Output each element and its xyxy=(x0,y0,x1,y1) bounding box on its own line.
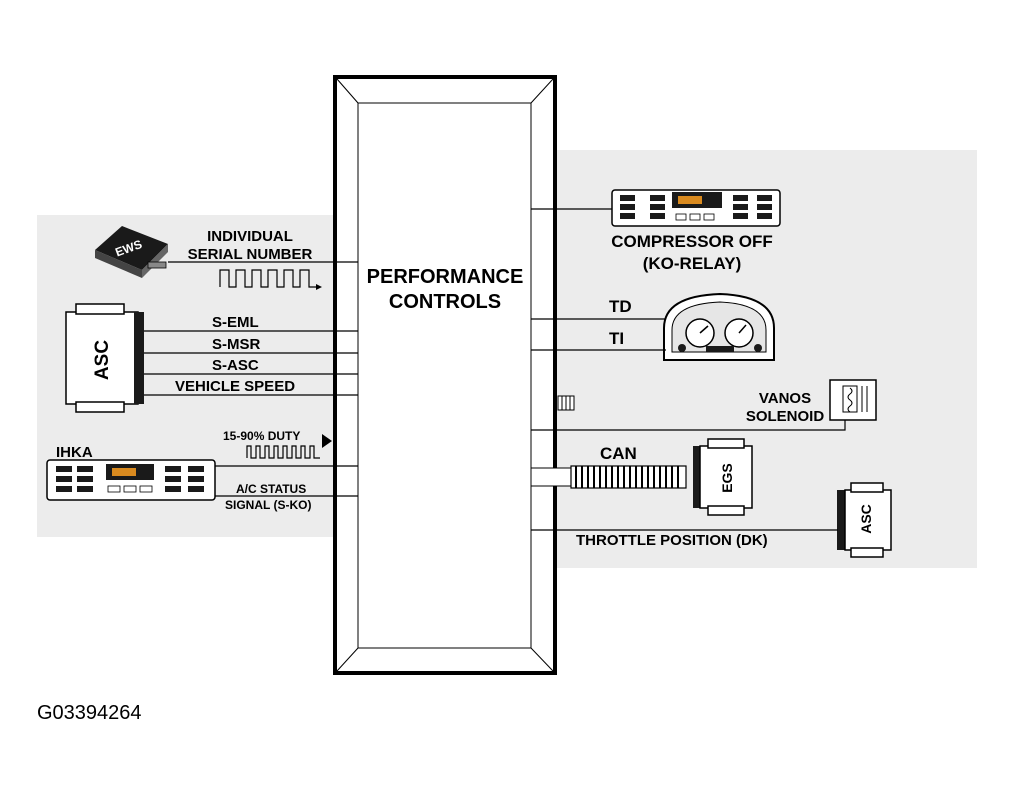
connector-icon xyxy=(557,395,575,411)
figure-id: G03394264 xyxy=(37,702,142,724)
td-label: TD xyxy=(609,297,632,316)
performance-controls-box: PERFORMANCE CONTROLS xyxy=(333,75,557,675)
compressor-label-line1: COMPRESSOR OFF xyxy=(611,232,773,251)
compressor-control-panel-icon xyxy=(611,189,781,227)
asc-left-badge: ASC xyxy=(92,340,113,380)
throttle-label: THROTTLE POSITION (DK) xyxy=(576,532,768,549)
egs-badge: EGS xyxy=(719,463,735,493)
box-title-line1: PERFORMANCE xyxy=(367,266,524,288)
box-title-line2: CONTROLS xyxy=(389,291,501,313)
vehicle-speed-label: VEHICLE SPEED xyxy=(175,378,295,395)
ihka-label: IHKA xyxy=(56,444,93,461)
vanos-label-line2: SOLENOID xyxy=(746,408,825,425)
vanos-solenoid-icon xyxy=(829,379,877,421)
asc-right-module-icon: ASC xyxy=(837,482,892,558)
asc-module-icon: ASC xyxy=(65,303,144,413)
serial-arrow-icon xyxy=(316,284,322,290)
s-asc-label: S-ASC xyxy=(212,357,259,374)
serial-pulse-waveform xyxy=(219,269,316,288)
ihka-control-panel-icon xyxy=(46,459,216,501)
instrument-cluster-icon xyxy=(663,292,775,361)
can-bus-connector xyxy=(530,465,687,489)
duty-pulse-waveform xyxy=(246,445,320,459)
can-label: CAN xyxy=(600,444,637,463)
compressor-label-line2: (KO-RELAY) xyxy=(643,254,742,273)
duty-arrow-icon xyxy=(322,434,332,448)
ti-label: TI xyxy=(609,329,624,348)
ac-status-label-line2: SIGNAL (S-KO) xyxy=(225,498,311,512)
ac-status-label-line1: A/C STATUS xyxy=(236,482,306,496)
duty-label: 15-90% DUTY xyxy=(223,429,300,443)
ews-module-icon: EWS xyxy=(95,226,168,278)
asc-right-badge: ASC xyxy=(858,504,874,534)
serial-label-line2: SERIAL NUMBER xyxy=(188,246,313,263)
egs-module-icon: EGS xyxy=(693,438,753,516)
vanos-wire xyxy=(531,420,846,431)
s-msr-label: S-MSR xyxy=(212,336,261,353)
serial-label-line1: INDIVIDUAL xyxy=(207,228,293,245)
s-eml-label: S-EML xyxy=(212,314,259,331)
vanos-label-line1: VANOS xyxy=(759,390,811,407)
